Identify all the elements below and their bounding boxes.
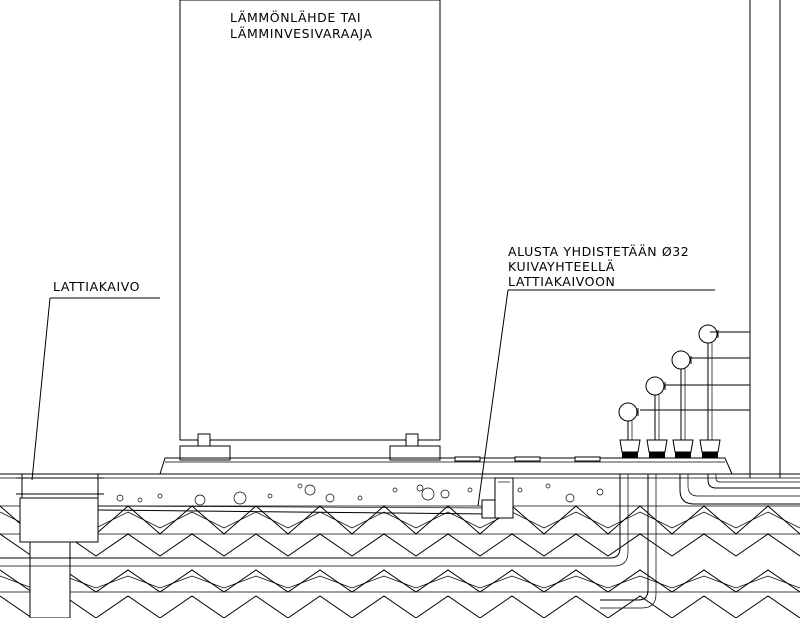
connection-note-line3: LATTIAKAIVOON <box>508 274 616 289</box>
tank-feet <box>179 433 441 461</box>
valves <box>618 324 721 458</box>
insulation-layer <box>0 477 800 507</box>
connection-note-line1: ALUSTA YHDISTETÄÄN Ø32 <box>508 244 690 259</box>
heat-source-label-line1: LÄMMÖNLÄHDE TAI <box>230 10 362 25</box>
base-tray <box>159 456 733 475</box>
heat-source-label-line2: LÄMMINVESIVARAAJA <box>230 26 373 41</box>
wall-pipes <box>640 331 750 411</box>
connection-note-line2: KUIVAYHTEELLÄ <box>508 259 616 274</box>
heat-source-tank <box>179 0 441 441</box>
floor-drain <box>16 473 104 618</box>
floor-drain-label: LATTIAKAIVO <box>53 279 141 294</box>
drain-pipe <box>97 477 514 519</box>
ground-hatch <box>0 505 800 618</box>
wall <box>749 0 781 478</box>
supply-pipes <box>0 474 800 609</box>
leader-lines <box>31 289 715 507</box>
